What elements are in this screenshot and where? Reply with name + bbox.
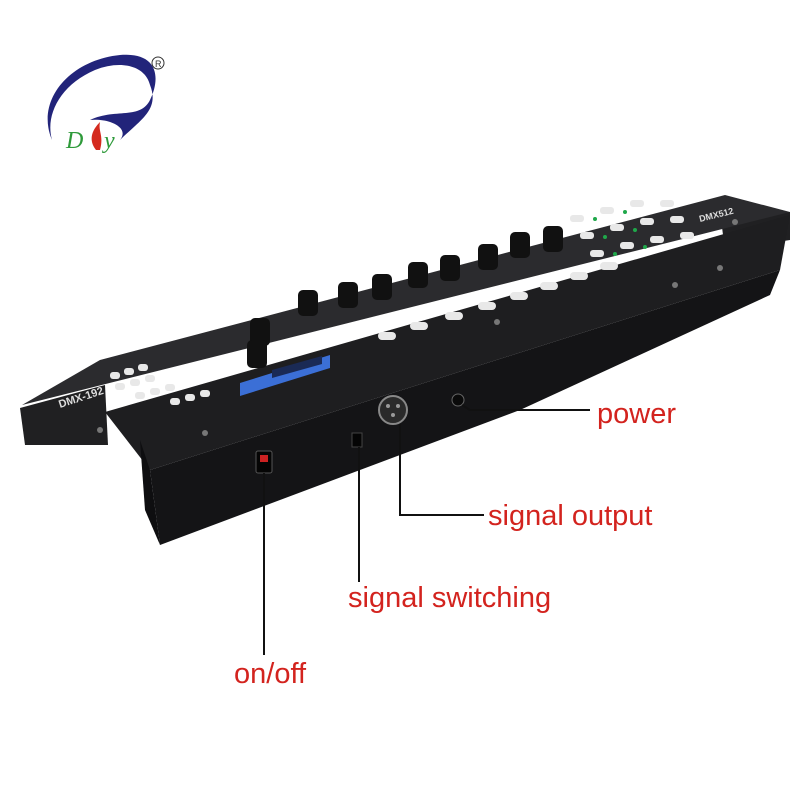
bump-buttons bbox=[378, 262, 618, 340]
signal-switching-label: signal switching bbox=[348, 582, 552, 614]
brand-logo: D y R bbox=[47, 54, 165, 154]
front-face bbox=[105, 215, 790, 470]
right-button-bank bbox=[570, 200, 694, 257]
signal-output-label: signal output bbox=[488, 500, 653, 532]
svg-text:y: y bbox=[102, 128, 115, 154]
xlr-output-connector bbox=[378, 395, 408, 425]
fader-bank bbox=[247, 226, 563, 368]
signal-switch bbox=[351, 432, 363, 448]
on-off-label: on/off bbox=[234, 658, 307, 690]
callout-lines bbox=[263, 404, 590, 655]
logo-letters: D bbox=[65, 128, 83, 154]
power-label: power bbox=[597, 398, 676, 430]
signal-output-callout-line bbox=[399, 424, 484, 516]
registered-mark-icon bbox=[151, 56, 165, 70]
led-indicators bbox=[593, 210, 647, 256]
power-jack bbox=[451, 393, 465, 407]
top-panel bbox=[22, 195, 790, 405]
flame-icon bbox=[91, 122, 102, 150]
power-callout-line bbox=[461, 404, 590, 411]
svg-text:R: R bbox=[155, 59, 162, 69]
logo-swoosh bbox=[47, 54, 156, 140]
dmx-controller: DMX-192 DMX512 bbox=[20, 195, 790, 545]
left-rack-flange bbox=[20, 385, 108, 445]
left-button-bank bbox=[110, 364, 210, 405]
